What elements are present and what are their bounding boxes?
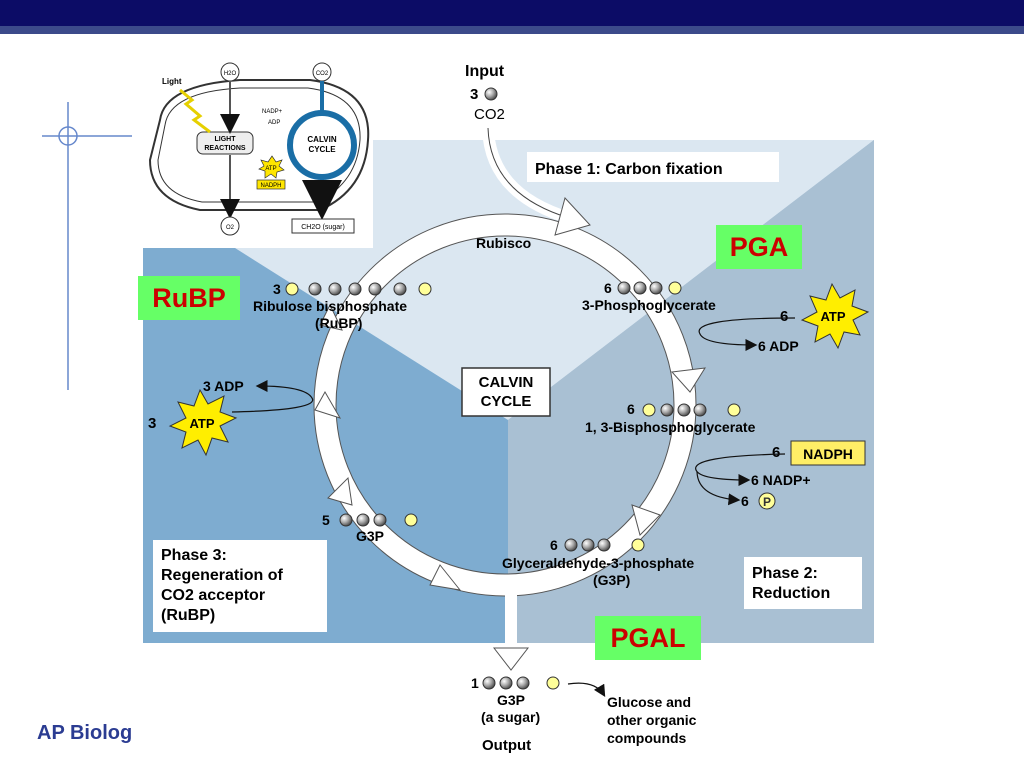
g3p5-molecule: [339, 513, 418, 527]
output-dest3: compounds: [607, 730, 687, 746]
inset-h2o: H2O: [224, 71, 237, 77]
rubisco-label: Rubisco: [476, 235, 531, 251]
bpg-count: 6: [627, 401, 635, 417]
nadph-count: 6: [772, 444, 780, 461]
pi-count: 6: [741, 493, 749, 509]
phase1-label: Phase 1: Carbon fixation: [535, 161, 723, 178]
atp-left-label: ATP: [189, 416, 214, 431]
phosphate-icon: [758, 492, 776, 510]
g3p5-name: G3P: [356, 528, 384, 544]
inset-nadph: NADPH: [260, 183, 281, 189]
phase2-line1: Phase 2:: [752, 565, 818, 582]
bpg-molecule: [642, 403, 741, 417]
output-sugar: (a sugar): [481, 709, 540, 725]
phase2-box: [744, 557, 862, 609]
g3p6-molecule: [564, 538, 645, 552]
rubp-abbr: (RuBP): [315, 315, 362, 331]
adp-right: 6 ADP: [758, 338, 799, 354]
inset-sugar: CH2O (sugar): [301, 224, 345, 231]
pga-molecule: [617, 281, 682, 295]
inset-nadp: NADP+: [262, 109, 283, 115]
atp-left-count: 3: [148, 415, 156, 432]
output-molecule: [482, 676, 560, 690]
chloroplast-inset: LIGHT REACTIONS CALVIN CYCLE Light H2O C…: [143, 58, 373, 248]
output-dest1: Glucose and: [607, 694, 691, 710]
atp-right-count: 6: [780, 308, 788, 325]
inset-co2: CO2: [316, 71, 329, 77]
rubp-molecule: [285, 282, 432, 296]
g3p5-count: 5: [322, 512, 330, 528]
rubp-label: RuBP: [138, 276, 240, 320]
phase3-box: [153, 540, 327, 632]
inset-atp: ATP: [265, 166, 276, 172]
input-title: Input: [465, 63, 505, 80]
phase3-line2: Regeneration of: [161, 567, 283, 584]
atp-right-burst: [800, 282, 870, 350]
phase3-line4: (RuBP): [161, 607, 215, 624]
phase2-line2: Reduction: [752, 585, 830, 602]
bpg-name: 1, 3-Bisphosphoglycerate: [585, 419, 756, 435]
input-molecule: CO2: [474, 106, 505, 123]
output-name: G3P: [497, 692, 525, 708]
inset-light-reactions: LIGHT: [215, 136, 237, 143]
g3p6-count: 6: [550, 537, 558, 553]
inset-cycle: CYCLE: [308, 145, 336, 154]
svg-text:P: P: [763, 495, 771, 509]
output-count: 1: [471, 675, 479, 691]
atp-left-burst: [168, 388, 238, 457]
pgal-label: PGAL: [595, 616, 701, 660]
nadph-label: NADPH: [803, 446, 853, 462]
phase3-line1: Phase 3:: [161, 547, 227, 564]
phase3-line3: CO2 acceptor: [161, 587, 265, 604]
output-title: Output: [482, 737, 531, 754]
adp-left: 3 ADP: [203, 378, 244, 394]
inset-adp: ADP: [268, 120, 280, 126]
footer-text: AP Biolog: [37, 722, 133, 744]
phase1-box: [527, 152, 779, 182]
nadph-box: [790, 440, 866, 466]
pga-label: PGA: [716, 225, 802, 269]
inset-calvin: CALVIN: [307, 135, 336, 144]
cycle-arrowheads: [314, 196, 706, 591]
title-bar: [0, 0, 1024, 26]
g3p6-abbr: (G3P): [593, 572, 630, 588]
rubp-count: 3: [273, 281, 281, 297]
rubp-name: Ribulose bisphosphate: [253, 298, 407, 314]
inset-o2: O2: [226, 225, 235, 231]
input-count: 3: [470, 86, 478, 103]
inset-light: Light: [162, 77, 182, 86]
g3p6-name: Glyceraldehyde-3-phosphate: [502, 555, 694, 571]
center-cycle: CYCLE: [481, 393, 532, 410]
pga-count: 6: [604, 280, 612, 296]
output-dest2: other organic: [607, 712, 697, 728]
atp-right-label: ATP: [820, 309, 845, 324]
center-calvin: CALVIN: [479, 374, 534, 391]
crosshair-decoration: [42, 102, 132, 390]
pga-name: 3-Phosphoglycerate: [582, 297, 716, 313]
nadp-out: 6 NADP+: [751, 472, 811, 488]
inset-light-reactions-2: REACTIONS: [204, 145, 246, 152]
title-bar-underline: [0, 26, 1024, 34]
